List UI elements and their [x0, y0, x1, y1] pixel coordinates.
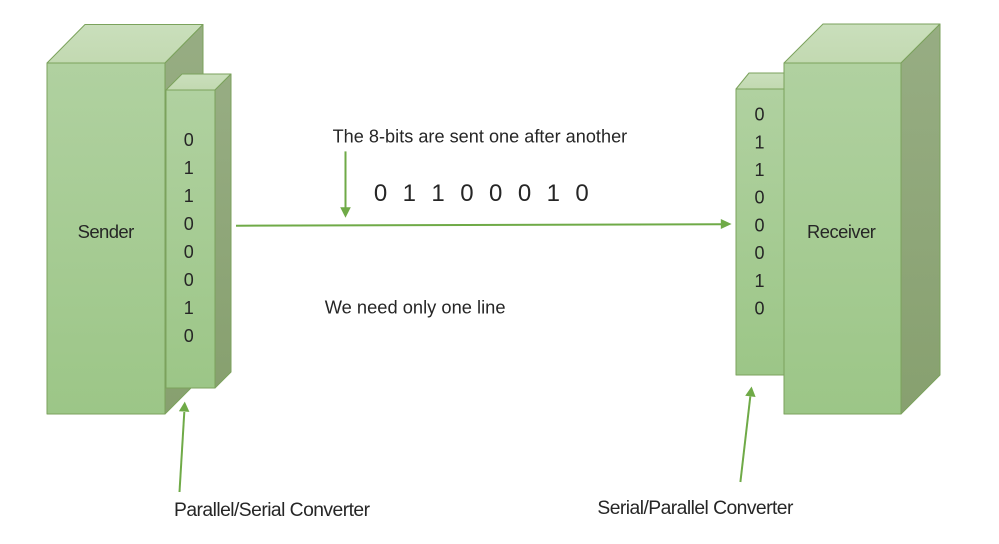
svg-text:0: 0 — [184, 270, 194, 290]
svg-text:0: 0 — [184, 242, 194, 262]
svg-text:0: 0 — [754, 215, 764, 235]
svg-text:1: 1 — [754, 132, 764, 152]
svg-text:0: 0 — [489, 180, 502, 207]
svg-text:1: 1 — [754, 160, 764, 180]
svg-text:0: 0 — [754, 188, 764, 208]
svg-text:0: 0 — [184, 214, 194, 234]
svg-text:0: 0 — [374, 180, 387, 207]
svg-text:0: 0 — [754, 243, 764, 263]
svg-text:0: 0 — [575, 180, 588, 207]
svg-text:1: 1 — [184, 186, 194, 206]
svg-text:0: 0 — [518, 180, 531, 207]
svg-text:1: 1 — [184, 158, 194, 178]
svg-text:1: 1 — [403, 180, 416, 207]
svg-text:1: 1 — [431, 180, 444, 207]
svg-text:Parallel/Serial Converter: Parallel/Serial Converter — [174, 500, 371, 521]
svg-text:1: 1 — [184, 298, 194, 318]
svg-text:0: 0 — [460, 180, 473, 207]
svg-text:The 8-bits are sent one after: The 8-bits are sent one after another — [333, 127, 628, 147]
svg-text:0: 0 — [184, 326, 194, 346]
svg-text:0: 0 — [754, 105, 764, 125]
svg-text:0: 0 — [754, 299, 764, 319]
svg-text:0: 0 — [184, 130, 194, 150]
svg-text:Sender: Sender — [78, 221, 135, 242]
svg-text:We need only one line: We need only one line — [325, 296, 506, 317]
svg-text:1: 1 — [754, 271, 764, 291]
svg-text:1: 1 — [547, 180, 560, 207]
svg-text:Serial/Parallel Converter: Serial/Parallel Converter — [597, 498, 794, 519]
svg-text:Receiver: Receiver — [807, 221, 876, 242]
